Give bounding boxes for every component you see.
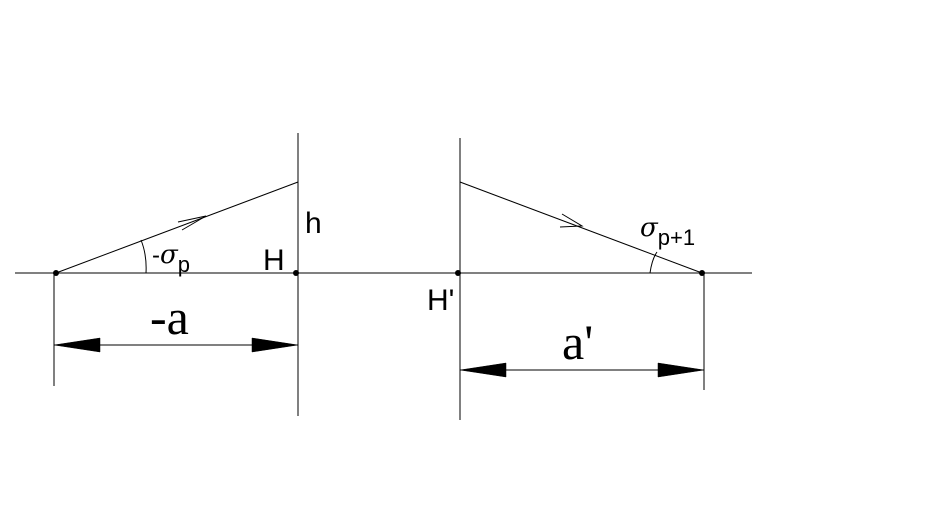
label-angle-object: -σp <box>152 240 190 277</box>
label-principal-point-h-prime: H' <box>427 284 454 317</box>
label-a-prime: a' <box>562 314 593 370</box>
dimension-arrowhead-neg-a-right <box>251 337 299 353</box>
label-angle-image: σp+1 <box>640 213 695 250</box>
label-principal-point-h: H <box>263 244 285 277</box>
dimension-arrowhead-a-prime-left <box>459 362 507 378</box>
image-point <box>699 270 705 276</box>
label-neg-a: -a <box>150 289 189 345</box>
emergent-ray <box>459 181 703 274</box>
angle-arc-object <box>140 239 147 274</box>
emergent-ray-arrow <box>559 213 584 228</box>
incident-ray <box>55 181 299 274</box>
angle-object-minus: - <box>152 242 160 269</box>
dimension-arrowhead-a-prime-right <box>657 362 705 378</box>
angle-image-subscript: p+1 <box>658 225 695 250</box>
angle-arc-image <box>649 251 658 274</box>
principal-point-h-prime <box>455 270 461 276</box>
angle-object-subscript: p <box>178 252 190 277</box>
dimension-arrowhead-neg-a-left <box>53 337 101 353</box>
principal-point-h <box>293 270 299 276</box>
label-h: h <box>305 207 322 240</box>
incident-ray-arrow <box>177 215 207 231</box>
object-point <box>53 270 59 276</box>
angle-object-symbol: σ <box>160 240 179 270</box>
angle-image-symbol: σ <box>640 213 659 243</box>
